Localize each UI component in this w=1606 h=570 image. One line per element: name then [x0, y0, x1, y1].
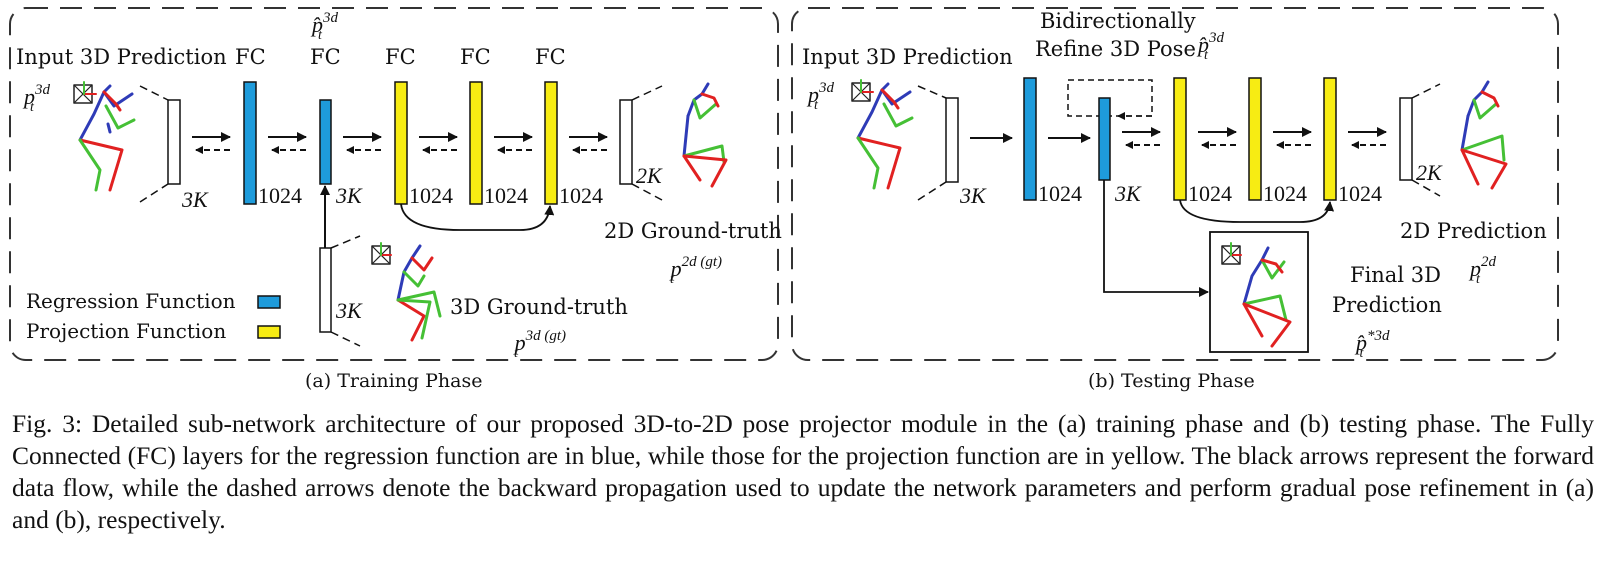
fc-label: FC [460, 45, 491, 69]
fc-label: FC [310, 45, 341, 69]
gt3d-var: p3d (gt)t [513, 328, 566, 361]
refine-label: Refine 3D Pose [1035, 37, 1196, 61]
fc-projection-layer [1248, 77, 1262, 201]
refine-label: Bidirectionally [1040, 9, 1196, 33]
input-label-a: Input 3D Prediction [16, 45, 227, 69]
dim-label: 1024 [559, 183, 603, 208]
panel-a-caption: (a) Training Phase [305, 370, 482, 392]
arrow-pairs-b [1122, 127, 1387, 149]
panel-a-border [9, 7, 779, 361]
fc-projection-layer [1173, 77, 1187, 201]
final-branch-arrow [1103, 180, 1209, 297]
dim-label: 1024 [409, 183, 453, 208]
dim-label: 3K [959, 183, 987, 208]
input-pose-figure-b [851, 79, 914, 190]
gt3d-layer [319, 247, 332, 333]
dim-label: 1024 [1188, 181, 1232, 206]
output-2d-pose-b [1460, 80, 1508, 190]
pred2d-label: 2D Prediction [1400, 219, 1547, 243]
dim-label: 3K [335, 298, 363, 323]
dim-label: 1024 [1338, 181, 1382, 206]
dim-label: 3K [181, 187, 209, 212]
final-3d-box [1209, 231, 1309, 353]
fc-label: FC [535, 45, 566, 69]
dim-label: 3K [1114, 181, 1142, 206]
dim-label: 1024 [1263, 181, 1307, 206]
gt2d-var: p2d (gt)t [669, 254, 722, 287]
input-expand-line [139, 183, 169, 203]
input-layer-a [167, 99, 181, 185]
dim-label: 2K [1416, 160, 1443, 185]
input-pose-figure-a [73, 81, 136, 192]
legend-projection-swatch [257, 325, 281, 339]
skip-connection [1179, 199, 1335, 223]
dim-label: 1024 [258, 183, 302, 208]
fc-label: FC [385, 45, 416, 69]
fc-regression-layer [1098, 97, 1111, 181]
gt2d-label: 2D Ground-truth [604, 219, 782, 243]
final-label: Final 3D [1350, 263, 1441, 287]
fc-projection-layer [469, 81, 483, 205]
panel-b-caption: (b) Testing Phase [1088, 370, 1255, 392]
input-label-b: Input 3D Prediction [802, 45, 1013, 69]
output-layer-a [619, 99, 633, 185]
skip-connection [400, 203, 555, 231]
input-expand-line [139, 85, 169, 101]
dim-label: 1024 [1038, 181, 1082, 206]
legend-regression-swatch [257, 295, 281, 309]
final-label: Prediction [1332, 293, 1442, 317]
fc-regression-layer [243, 81, 257, 205]
figure-caption: Fig. 3: Detailed sub-network architectur… [12, 409, 1594, 534]
gt3d-pose-figure [371, 242, 442, 342]
input-layer-b [945, 97, 959, 183]
arrow-pairs-a [192, 132, 608, 154]
legend-projection-label: Projection Function [26, 319, 226, 343]
fc-regression-layer [319, 99, 332, 185]
fc-projection-layer [544, 81, 558, 205]
dim-label: 1024 [484, 183, 528, 208]
gt3d-label: 3D Ground-truth [450, 295, 628, 319]
fc-projection-layer [1323, 77, 1337, 201]
final-3d-pose-figure [1221, 242, 1292, 348]
panel-b-border [791, 7, 1559, 361]
fc-regression-layer [1023, 77, 1037, 201]
dim-label: 3K [335, 183, 363, 208]
dim-label: 2K [636, 163, 663, 188]
output-layer-b [1399, 97, 1413, 181]
fc-projection-layer [394, 81, 408, 205]
output-2d-pose-a [682, 82, 728, 188]
legend-regression-label: Regression Function [26, 289, 236, 313]
fc-label: FC [235, 45, 266, 69]
